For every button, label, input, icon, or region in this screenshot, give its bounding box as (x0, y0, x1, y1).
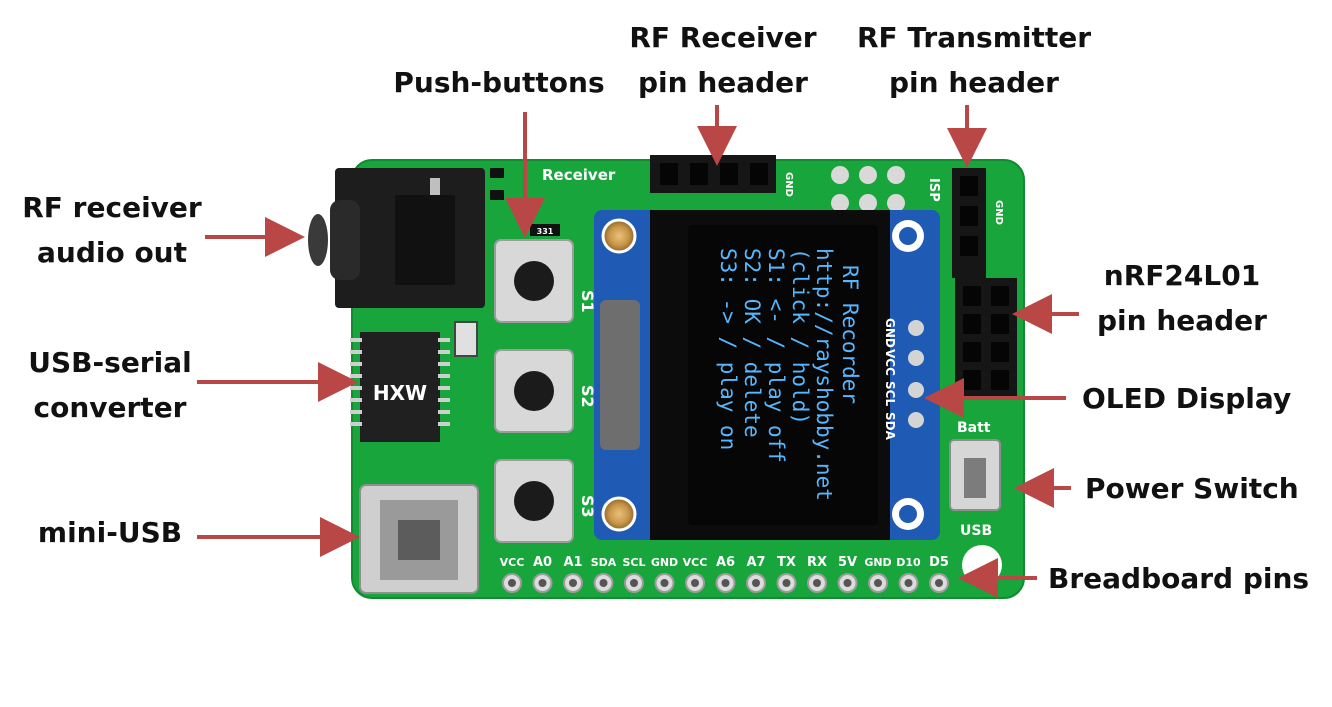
silk-isp: ISP (926, 178, 941, 202)
chip-marking: HXW (373, 381, 427, 405)
silk-gnd-receiver: GND (783, 172, 794, 197)
breadboard-pin-label: A7 (746, 555, 765, 570)
label-line: pin header (638, 66, 808, 99)
oled-line-5: S2: OK / delete (740, 248, 764, 438)
breadboard-pin-hole (660, 579, 669, 587)
breadboard-pin-hole (721, 579, 730, 587)
label-mini-usb: mini-USB (30, 510, 190, 555)
label-rf-receiver-pin-header: RF Receiver pin header (620, 15, 826, 105)
push-buttons (494, 239, 574, 543)
breadboard-pin-label: SCL (622, 556, 645, 569)
breadboard-pin-label: RX (807, 555, 827, 570)
label-line: RF Transmitter (856, 21, 1092, 54)
breadboard-pin-label: GND (651, 556, 678, 569)
label-breadboard-pins: Breadboard pins (1048, 556, 1318, 601)
label-push-buttons: Push-buttons (388, 60, 610, 105)
breadboard-pin-hole (874, 579, 882, 587)
breadboard-pin-hole (538, 579, 547, 587)
nrf24l01-pin-header (955, 278, 1017, 396)
usb-serial-chip: HXW (350, 332, 450, 442)
rf-receiver-pin-header (650, 155, 776, 193)
label-rf-transmitter-pin-header: RF Transmitter pin header (846, 15, 1102, 105)
silk-receiver: Receiver (542, 166, 616, 184)
breadboard-pin-label: D10 (896, 556, 921, 569)
label-line: RF Receiver (629, 21, 817, 54)
oled-line-4: S1: <- / play off (764, 248, 788, 463)
breadboard-pin-hole (904, 579, 913, 587)
label-line: Breadboard pins (1048, 562, 1310, 595)
oled-line-3: (click / hold) (788, 248, 812, 425)
label-line: USB-serial (28, 346, 192, 379)
silk-batt: Batt (957, 420, 991, 436)
label-line: converter (33, 391, 187, 424)
breadboard-pin-hole (508, 579, 516, 587)
oled-pin-gnd: GND (883, 318, 897, 348)
breadboard-pin-label: SDA (591, 556, 617, 569)
capacitor (454, 321, 478, 357)
breadboard-pin-label: D5 (929, 555, 949, 570)
breadboard-pin-label: A6 (716, 555, 735, 570)
smd-part (490, 168, 504, 178)
resistor-marking: 331 (537, 227, 554, 236)
label-line: Push-buttons (393, 66, 605, 99)
breadboard-pin-hole (843, 579, 852, 587)
smd-part (490, 190, 504, 200)
breadboard-pin-label: 5V (838, 555, 857, 570)
power-switch[interactable] (949, 439, 1001, 511)
label-line: Power Switch (1085, 472, 1299, 505)
label-line: nRF24L01 (1103, 259, 1261, 292)
mini-usb-connector (359, 484, 479, 594)
oled-line-2: http://rayshobby.net (812, 248, 836, 501)
breadboard-pin-label: VCC (500, 556, 525, 569)
label-line: pin header (889, 66, 1059, 99)
breadboard-pin-label: A0 (533, 555, 552, 570)
audio-jack (308, 168, 485, 308)
label-nrf24l01-pin-header: nRF24L01 pin header (1082, 253, 1282, 343)
breadboard-pin-hole (782, 579, 791, 587)
oled-screen: RF Recorder http://rayshobby.net (click … (716, 248, 862, 501)
label-line: mini-USB (37, 516, 183, 549)
silk-s3: S3 (578, 495, 597, 518)
oled-pin-scl: SCL (883, 381, 897, 406)
silk-s2: S2 (578, 385, 597, 408)
breadboard-pin-label: A1 (563, 555, 582, 570)
breadboard-pin-label: VCC (683, 556, 708, 569)
label-line: RF receiver (22, 191, 202, 224)
oled-pin-vcc: VCC (883, 349, 897, 376)
oled-line-6: S3: -> / play on (716, 248, 740, 450)
silk-gnd-isp: GND (993, 200, 1004, 225)
label-power-switch: Power Switch (1085, 466, 1315, 511)
label-rf-receiver-audio-out: RF receiver audio out (22, 185, 202, 275)
label-oled-display: OLED Display (1082, 376, 1312, 421)
breadboard-pin-hole (630, 579, 638, 587)
silk-s1: S1 (578, 290, 597, 313)
breadboard-pin-hole (813, 579, 821, 587)
rf-transmitter-pin-header (952, 168, 986, 278)
breadboard-pin-label: GND (864, 556, 891, 569)
isp-pads (831, 166, 905, 212)
oled-line-1: RF Recorder (838, 265, 862, 404)
oled-pin-labels: GND VCC SCL SDA (883, 318, 897, 441)
arrows (197, 105, 1079, 598)
oled-pin-sda: SDA (883, 412, 897, 441)
label-line: OLED Display (1082, 382, 1292, 415)
breadboard-pin-label: TX (777, 555, 796, 570)
silk-usb: USB (960, 523, 992, 539)
breadboard-pin-hole (752, 579, 760, 587)
oled-module (594, 210, 940, 540)
breadboard-pin-hole (691, 579, 699, 587)
label-line: pin header (1097, 304, 1267, 337)
label-usb-serial-converter: USB-serial converter (25, 340, 195, 430)
breadboard-pin-hole (599, 579, 608, 587)
breadboard-pin-hole (569, 579, 577, 587)
breadboard-pin-hole (935, 579, 943, 587)
label-line: audio out (36, 236, 187, 269)
breadboard-pins: VCC A0 A1 SDA SCL GND VCC A6 A7 TX RX 5V GND D10 D5 (500, 555, 949, 593)
